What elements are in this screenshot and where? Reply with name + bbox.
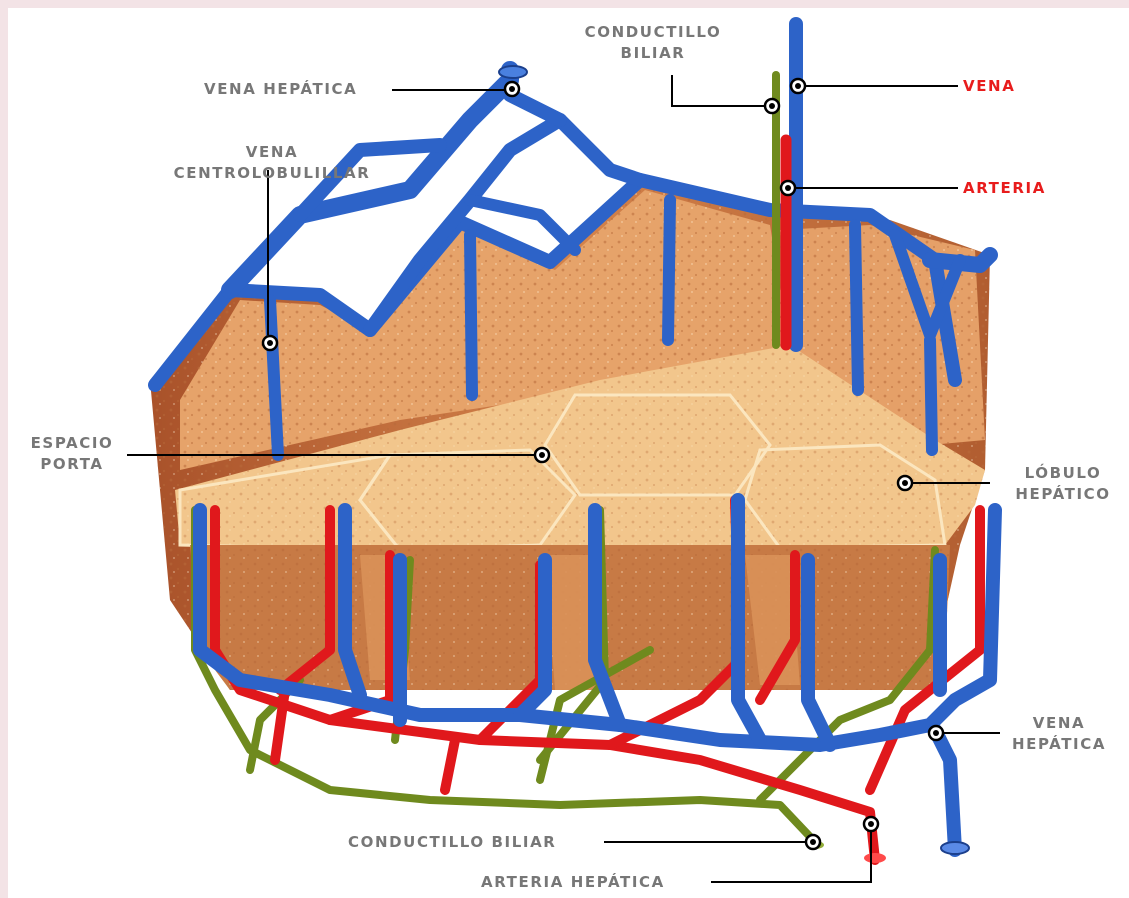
label-vena: VENA — [963, 76, 1015, 97]
label-vena-hepatica-right: VENA HEPÁTICA — [1003, 713, 1115, 755]
label-vena-hepatica-top: VENA HEPÁTICA — [204, 79, 357, 100]
label-espacio-porta: ESPACIO PORTA — [22, 433, 122, 475]
label-arteria: ARTERIA — [963, 178, 1046, 199]
label-conductillo-biliar-bottom: CONDUCTILLO BILIAR — [348, 832, 556, 853]
label-conductillo-biliar-top: CONDUCTILLO BILIAR — [583, 22, 723, 64]
label-arteria-hepatica: ARTERIA HEPÁTICA — [481, 872, 665, 893]
label-lobulo-hepatico: LÓBULO HEPÁTICO — [1003, 463, 1123, 505]
label-vena-centrolobulillar: VENA CENTROLOBULILLAR — [160, 142, 384, 184]
diagram-canvas: VENA HEPÁTICA CONDUCTILLO BILIAR VENA CE… — [8, 8, 1129, 898]
